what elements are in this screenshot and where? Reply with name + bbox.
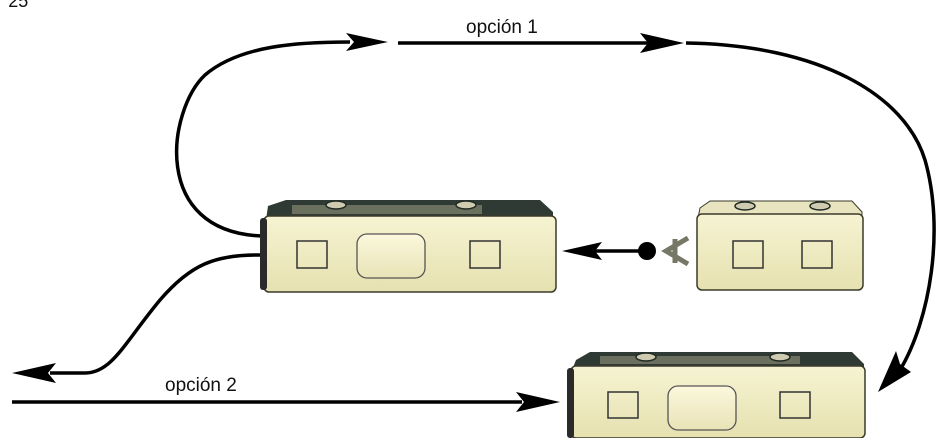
bus-right-window-2	[801, 240, 833, 269]
bus-bottom-roof-hatch-2	[769, 352, 791, 362]
bus-bottom-roof-hatch-1	[635, 352, 657, 362]
start-dot	[638, 242, 656, 260]
bus-right-window-1	[732, 240, 764, 269]
bus-middle-window-2	[469, 240, 501, 269]
bus-bottom	[567, 352, 866, 438]
option-2-curve	[50, 253, 263, 375]
bus-middle-door	[356, 233, 426, 279]
route-option-1: opción 1	[174, 17, 936, 392]
option-1-right-curve	[685, 41, 936, 371]
bus-middle-roof-panel	[292, 205, 482, 214]
option-2-arrowhead-left	[12, 363, 56, 383]
triangle-a-marker	[661, 235, 690, 267]
option-1-arrowhead-2	[640, 33, 684, 53]
bus-middle-window-1	[296, 240, 328, 269]
bus-bottom-window-2	[779, 391, 811, 419]
bus-middle-roof-hatch-2	[455, 200, 477, 210]
figure-label: n° 25	[0, 0, 28, 11]
bus-right	[696, 200, 864, 291]
route-option-2: opción 2	[12, 253, 560, 412]
bus-bottom-door	[667, 385, 737, 431]
departure-arrowhead	[562, 242, 602, 260]
option-1-arrowhead-1	[346, 33, 388, 51]
option-2-label: opción 2	[165, 375, 237, 396]
bus-middle	[260, 200, 557, 293]
bus-bottom-window-1	[607, 391, 639, 419]
bus-right-roof-hatch-2	[809, 201, 831, 211]
bus-middle-front	[260, 218, 267, 290]
bus-bottom-front	[567, 368, 574, 438]
option-1-label: opción 1	[466, 17, 538, 38]
departure-arrow	[562, 242, 656, 260]
bus-right-roof-hatch-1	[734, 201, 756, 211]
option-1-left-curve	[174, 40, 351, 238]
bus-middle-roof-hatch-1	[325, 200, 347, 210]
bus-right-body	[696, 213, 864, 291]
bus-bottom-roof-panel	[600, 356, 800, 364]
option-1-arrowhead-3	[878, 351, 911, 392]
option-2-arrowhead-right	[516, 392, 560, 412]
